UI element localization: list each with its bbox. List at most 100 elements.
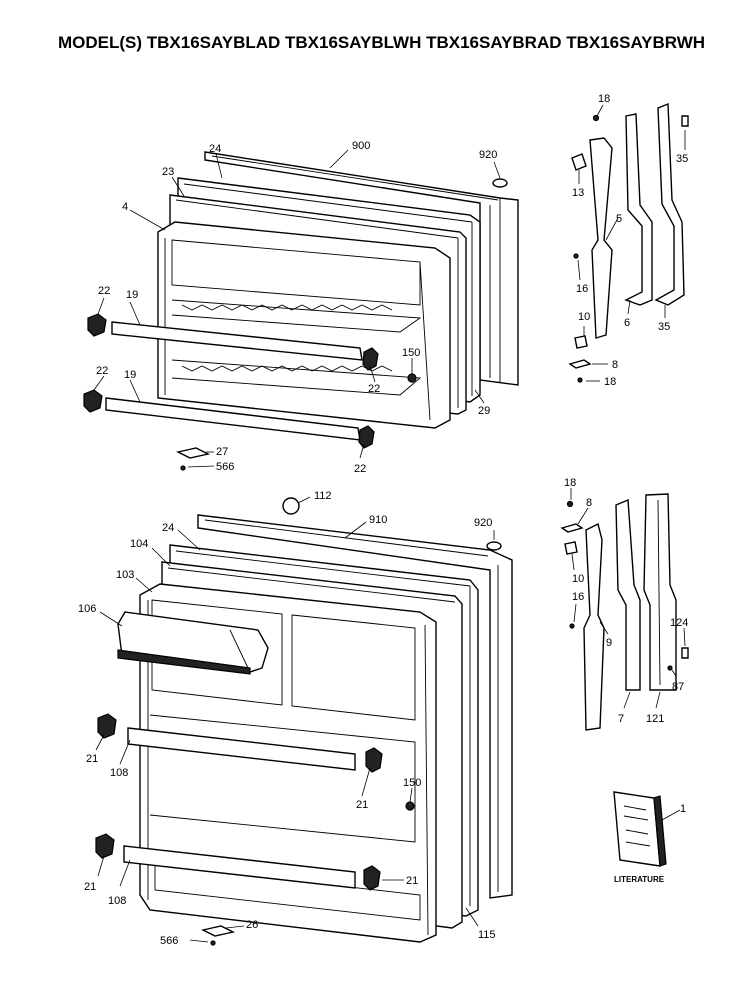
callout-920-bottom: 920 xyxy=(474,517,492,529)
cap-124 xyxy=(681,647,689,659)
screw-150-top xyxy=(407,373,417,383)
callout-10-top: 10 xyxy=(578,311,590,323)
hinge-8-bottom xyxy=(560,523,584,533)
shelf-bracket-22-right-upper xyxy=(362,347,379,371)
screw-87 xyxy=(667,665,673,671)
callout-10-bottom: 10 xyxy=(572,573,584,585)
callout-8-bottom: 8 xyxy=(586,497,592,509)
cap-10-bottom xyxy=(564,541,578,555)
bottom-right-leader-lines xyxy=(570,488,686,821)
shelf-bracket-22-left-lower xyxy=(83,389,103,413)
top-callouts: 900 920 24 23 4 22 19 22 19 150 22 22 29… xyxy=(96,140,497,475)
screw-18-b xyxy=(577,377,583,383)
callout-35-b: 35 xyxy=(658,321,670,333)
trim-121 xyxy=(643,493,677,691)
button-112 xyxy=(282,497,300,515)
freezer-shelf-bar-upper-19 xyxy=(111,321,363,361)
bottom-right-callouts: 18 8 10 16 9 124 87 7 121 1 xyxy=(564,477,688,815)
callout-18-bottom: 18 xyxy=(564,477,576,489)
bottom-leader-lines xyxy=(95,496,495,943)
freezer-outer-door-900 xyxy=(204,151,519,386)
freezer-liner-4 xyxy=(157,221,451,429)
callout-115: 115 xyxy=(478,929,496,941)
screw-18-a xyxy=(592,114,600,122)
callout-150-bottom: 150 xyxy=(403,777,421,789)
callout-87: 87 xyxy=(672,681,684,693)
callout-566-bottom: 566 xyxy=(160,935,178,947)
shelf-bracket-21-left-lower xyxy=(95,833,115,859)
callout-910: 910 xyxy=(369,514,387,526)
dairy-compartment-106 xyxy=(117,611,269,675)
freezer-door-assembly xyxy=(83,151,519,471)
callout-21-c: 21 xyxy=(84,881,96,893)
callout-4: 4 xyxy=(122,201,128,213)
trim-7 xyxy=(615,498,641,691)
bottom-callouts: 112 910 920 24 104 103 106 21 108 150 21… xyxy=(78,490,496,947)
shelf-bracket-21-right-lower xyxy=(363,865,381,891)
callout-18-a: 18 xyxy=(598,93,610,105)
hinge-pin-cap-26 xyxy=(200,925,236,937)
callout-150-top: 150 xyxy=(402,347,420,359)
callout-13: 13 xyxy=(572,187,584,199)
trim-35 xyxy=(654,102,685,306)
cap-35 xyxy=(681,115,689,127)
callout-6: 6 xyxy=(624,317,630,329)
callout-108-a: 108 xyxy=(110,767,128,779)
plug-920-top xyxy=(492,178,508,188)
bracket-13 xyxy=(571,153,587,171)
literature-label: LITERATURE xyxy=(614,875,665,884)
trim-6 xyxy=(624,113,653,306)
callout-29: 29 xyxy=(478,405,490,417)
callout-121: 121 xyxy=(646,713,664,725)
callout-18-b: 18 xyxy=(604,376,616,388)
callout-35-a: 35 xyxy=(676,153,688,165)
shelf-bar-lower-108 xyxy=(123,845,356,889)
callout-900: 900 xyxy=(352,140,370,152)
callout-19-a: 19 xyxy=(126,289,138,301)
top-right-leader-lines xyxy=(577,104,686,382)
callout-22-b: 22 xyxy=(96,365,108,377)
callout-24-top: 24 xyxy=(209,143,221,155)
screw-150-bottom xyxy=(405,801,415,811)
callout-16-top: 16 xyxy=(576,283,588,295)
callout-24-bottom: 24 xyxy=(162,522,174,534)
callout-22-d: 22 xyxy=(354,463,366,475)
callout-112: 112 xyxy=(314,490,332,502)
callout-108-b: 108 xyxy=(108,895,126,907)
callout-104: 104 xyxy=(130,538,148,550)
shelf-bracket-22-left-upper xyxy=(87,313,107,337)
screw-16-bottom xyxy=(569,623,575,629)
shelf-bracket-21-right-upper xyxy=(365,747,383,773)
literature-booklet-1: LITERATURE xyxy=(613,791,667,884)
callout-8-top: 8 xyxy=(612,359,618,371)
callout-27: 27 xyxy=(216,446,228,458)
callout-22-a: 22 xyxy=(98,285,110,297)
callout-920-top: 920 xyxy=(479,149,497,161)
freezer-handle-parts xyxy=(568,102,689,383)
model-title: MODEL(S) TBX16SAYBLAD TBX16SAYBLWH TBX16… xyxy=(58,33,705,52)
screw-566-bottom xyxy=(210,940,216,946)
fresh-food-door-assembly xyxy=(95,497,513,946)
screw-16 xyxy=(573,253,579,259)
screw-18-bottom xyxy=(566,500,574,508)
hinge-pin-cap-27 xyxy=(175,447,211,459)
callout-1: 1 xyxy=(680,803,686,815)
shelf-bracket-22-right-lower xyxy=(358,425,375,449)
shelf-bar-upper-108 xyxy=(127,727,356,771)
hinge-8-top xyxy=(568,359,592,369)
callout-21-a: 21 xyxy=(86,753,98,765)
handle-5 xyxy=(589,137,613,339)
callout-124: 124 xyxy=(670,617,688,629)
callout-566-top: 566 xyxy=(216,461,234,473)
callout-5: 5 xyxy=(616,213,622,225)
callout-23: 23 xyxy=(162,166,174,178)
top-right-callouts: 18 35 13 5 16 10 6 35 8 18 xyxy=(572,93,688,388)
callout-103: 103 xyxy=(116,569,134,581)
shelf-bracket-21-left-upper xyxy=(97,713,117,739)
fresh-food-outer-door-910 xyxy=(197,514,513,899)
cap-10-top xyxy=(574,335,588,349)
fresh-food-handle-parts xyxy=(560,493,689,731)
callout-106: 106 xyxy=(78,603,96,615)
callout-19-b: 19 xyxy=(124,369,136,381)
